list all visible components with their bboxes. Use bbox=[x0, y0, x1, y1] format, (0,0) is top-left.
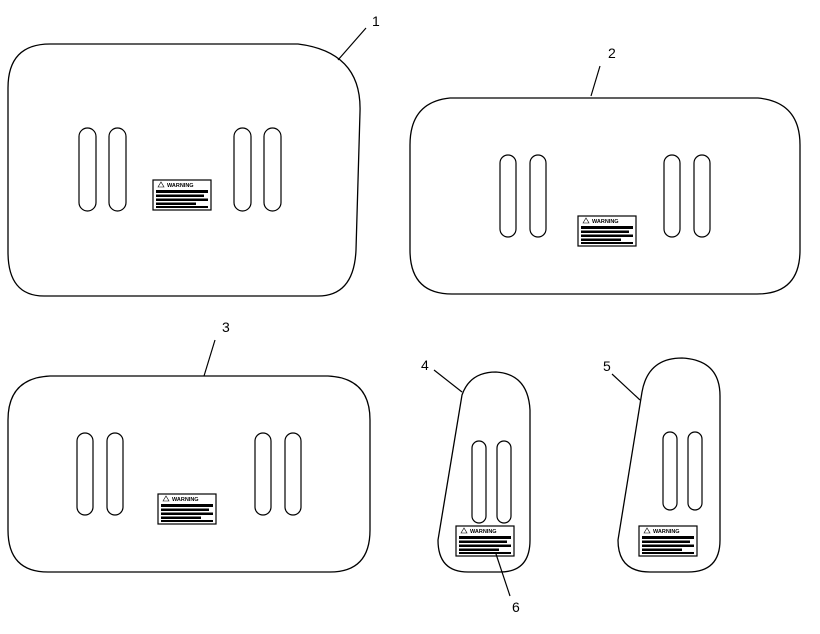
warning-decal-title: WARNING bbox=[172, 497, 199, 503]
callout-5: 5 bbox=[603, 358, 611, 374]
part-5-slot bbox=[662, 431, 678, 511]
part-3-warning-decal: WARNING bbox=[157, 493, 217, 525]
leader-5 bbox=[611, 373, 641, 401]
part-4-slot bbox=[471, 440, 487, 524]
leader-2 bbox=[590, 65, 601, 97]
part-3-plate: WARNING bbox=[7, 375, 371, 573]
part-4-slot bbox=[496, 440, 512, 524]
part-1-warning-decal: WARNING bbox=[152, 179, 212, 211]
part-3-slot bbox=[254, 432, 272, 516]
callout-2: 2 bbox=[608, 45, 616, 61]
part-4-outline bbox=[437, 371, 531, 573]
part-2-slot bbox=[693, 154, 711, 238]
part-2-slot bbox=[529, 154, 547, 238]
callout-1: 1 bbox=[372, 13, 380, 29]
part-1-outline bbox=[7, 43, 361, 297]
part-3-slot bbox=[76, 432, 94, 516]
callout-6: 6 bbox=[512, 599, 520, 615]
part-2-plate: WARNING bbox=[409, 97, 801, 295]
warning-decal-title: WARNING bbox=[470, 529, 497, 535]
part-4-plate: WARNING bbox=[437, 371, 531, 573]
callout-3: 3 bbox=[222, 319, 230, 335]
leader-6 bbox=[495, 553, 511, 597]
part-1-slot bbox=[233, 127, 252, 212]
part-1-plate: WARNING bbox=[7, 43, 361, 297]
warning-decal-title: WARNING bbox=[167, 183, 194, 189]
part-1-slot bbox=[263, 127, 282, 212]
leader-1 bbox=[337, 27, 367, 61]
part-2-slot bbox=[663, 154, 681, 238]
callout-4: 4 bbox=[421, 357, 429, 373]
part-3-outline bbox=[7, 375, 371, 573]
warning-decal-title: WARNING bbox=[592, 219, 619, 225]
leader-4 bbox=[433, 369, 463, 393]
part-5-slot bbox=[687, 431, 703, 511]
part-2-slot bbox=[499, 154, 517, 238]
part-2-outline bbox=[409, 97, 801, 295]
part-2-warning-decal: WARNING bbox=[577, 215, 637, 247]
part-5-plate: WARNING bbox=[617, 357, 721, 573]
part-3-slot bbox=[106, 432, 124, 516]
part-1-slot bbox=[108, 127, 127, 212]
part-4-warning-decal: WARNING bbox=[455, 525, 515, 557]
part-1-slot bbox=[78, 127, 97, 212]
leader-3 bbox=[203, 339, 216, 377]
part-5-outline bbox=[617, 357, 721, 573]
part-5-warning-decal: WARNING bbox=[638, 525, 698, 557]
part-3-slot bbox=[284, 432, 302, 516]
warning-decal-title: WARNING bbox=[653, 529, 680, 535]
